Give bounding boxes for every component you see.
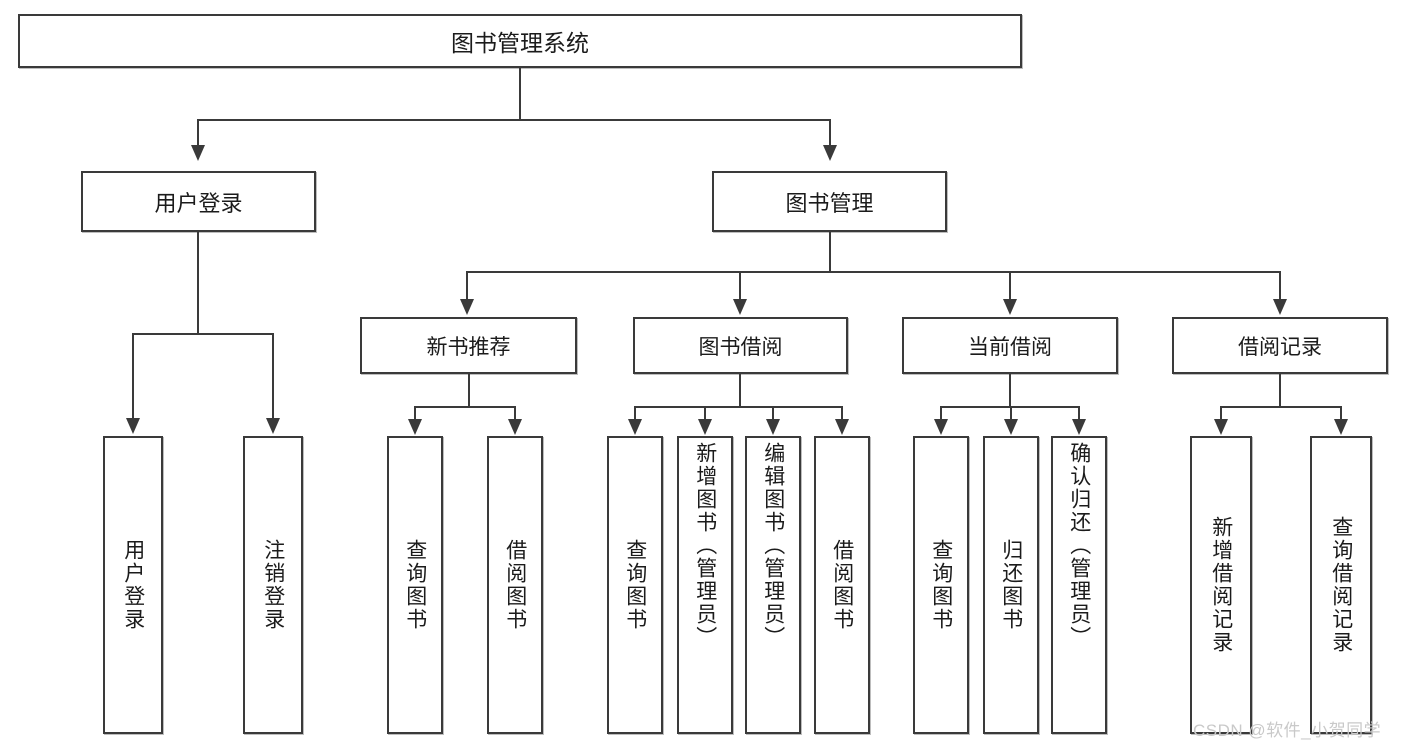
node-book-management[interactable]: 图书管理 bbox=[712, 171, 947, 232]
node-label: 用户登录 bbox=[121, 539, 145, 631]
edge-level2-bus bbox=[466, 271, 1280, 273]
edge-user-login-bus bbox=[132, 333, 273, 335]
leaf-logout[interactable]: 注销登录 bbox=[243, 436, 303, 734]
edge-current-borrow-bus bbox=[940, 406, 1079, 408]
edge-drop-br-add bbox=[1220, 406, 1222, 422]
arrow-bb-query bbox=[628, 419, 642, 435]
node-current-borrow[interactable]: 当前借阅 bbox=[902, 317, 1118, 374]
arrow-book-mgmt bbox=[823, 145, 837, 161]
arrow-bb-borrow bbox=[835, 419, 849, 435]
edge-drop-bb-edit bbox=[772, 406, 774, 422]
leaf-cb-query-book[interactable]: 查询图书 bbox=[913, 436, 969, 734]
edge-book-borrow-bus bbox=[634, 406, 842, 408]
edge-level1-bus bbox=[197, 119, 831, 121]
edge-borrow-records-stem bbox=[1279, 374, 1281, 407]
edge-drop-nb-borrow bbox=[514, 406, 516, 422]
arrow-new-books bbox=[460, 299, 474, 315]
leaf-cb-confirm-return-admin[interactable]: 确认归还（管理员） bbox=[1051, 436, 1107, 734]
edge-borrow-records-bus bbox=[1220, 406, 1342, 408]
leaf-bb-edit-book-admin[interactable]: 编辑图书（管理员） bbox=[745, 436, 801, 734]
edge-drop-cb-confirm bbox=[1078, 406, 1080, 422]
edge-drop-leaf-logout bbox=[272, 333, 274, 420]
node-label: 查询图书 bbox=[403, 539, 427, 631]
node-label: 新增图书（管理员） bbox=[693, 442, 717, 649]
arrow-nb-query bbox=[408, 419, 422, 435]
node-user-login[interactable]: 用户登录 bbox=[81, 171, 316, 232]
arrow-bb-add bbox=[698, 419, 712, 435]
edge-book-borrow-stem bbox=[739, 374, 741, 407]
arrow-borrow-records bbox=[1273, 299, 1287, 315]
edge-user-login-stem bbox=[197, 232, 199, 334]
arrow-current-borrow bbox=[1003, 299, 1017, 315]
arrow-user-login bbox=[191, 145, 205, 161]
arrow-br-query bbox=[1334, 419, 1348, 435]
node-label: 新书推荐 bbox=[426, 335, 511, 359]
node-label: 图书管理系统 bbox=[451, 30, 589, 56]
leaf-br-add-record[interactable]: 新增借阅记录 bbox=[1190, 436, 1252, 734]
edge-drop-borrow-records bbox=[1279, 271, 1281, 301]
arrow-book-borrow bbox=[733, 299, 747, 315]
edge-root-stem bbox=[519, 68, 521, 120]
edge-drop-current-borrow bbox=[1009, 271, 1011, 301]
leaf-nb-query-book[interactable]: 查询图书 bbox=[387, 436, 443, 734]
node-label: 借阅图书 bbox=[503, 539, 527, 631]
leaf-bb-borrow-book[interactable]: 借阅图书 bbox=[814, 436, 870, 734]
node-label: 查询图书 bbox=[929, 539, 953, 631]
leaf-cb-return-book[interactable]: 归还图书 bbox=[983, 436, 1039, 734]
leaf-bb-add-book-admin[interactable]: 新增图书（管理员） bbox=[677, 436, 733, 734]
node-label: 查询借阅记录 bbox=[1329, 516, 1353, 654]
leaf-nb-borrow-book[interactable]: 借阅图书 bbox=[487, 436, 543, 734]
edge-drop-book-mgmt bbox=[829, 119, 831, 147]
edge-drop-nb-query bbox=[414, 406, 416, 422]
watermark-text: CSDN @软件_小贺同学 bbox=[1193, 721, 1382, 740]
node-book-borrow[interactable]: 图书借阅 bbox=[633, 317, 848, 374]
edge-new-books-bus bbox=[414, 406, 515, 408]
node-label: 图书管理 bbox=[785, 190, 874, 216]
edge-drop-new-books bbox=[466, 271, 468, 301]
arrow-leaf-logout bbox=[266, 418, 280, 434]
node-label: 用户登录 bbox=[154, 190, 243, 216]
csdn-watermark: CSDN @软件_小贺同学 bbox=[1193, 716, 1381, 741]
arrow-cb-query bbox=[934, 419, 948, 435]
edge-drop-cb-return bbox=[1010, 406, 1012, 422]
node-label: 图书借阅 bbox=[698, 335, 783, 359]
node-new-book-recommend[interactable]: 新书推荐 bbox=[360, 317, 577, 374]
node-label: 确认归还（管理员） bbox=[1067, 442, 1091, 649]
node-root-system[interactable]: 图书管理系统 bbox=[18, 14, 1022, 68]
edge-drop-user-login bbox=[197, 119, 199, 147]
edge-drop-bb-add bbox=[704, 406, 706, 422]
edge-drop-leaf-user-login bbox=[132, 333, 134, 420]
edge-current-borrow-stem bbox=[1009, 374, 1011, 407]
edge-drop-br-query bbox=[1340, 406, 1342, 422]
node-borrow-records[interactable]: 借阅记录 bbox=[1172, 317, 1388, 374]
leaf-user-login[interactable]: 用户登录 bbox=[103, 436, 163, 734]
node-label: 新增借阅记录 bbox=[1209, 516, 1233, 654]
node-label: 查询图书 bbox=[623, 539, 647, 631]
node-label: 当前借阅 bbox=[968, 335, 1052, 359]
node-label: 注销登录 bbox=[261, 539, 285, 631]
arrow-nb-borrow bbox=[508, 419, 522, 435]
arrow-leaf-user-login bbox=[126, 418, 140, 434]
arrow-br-add bbox=[1214, 419, 1228, 435]
arrow-bb-edit bbox=[766, 419, 780, 435]
edge-drop-cb-query bbox=[940, 406, 942, 422]
edge-drop-book-borrow bbox=[739, 271, 741, 301]
node-label: 借阅记录 bbox=[1238, 335, 1322, 359]
edge-drop-bb-borrow bbox=[841, 406, 843, 422]
node-label: 归还图书 bbox=[999, 539, 1023, 631]
leaf-bb-query-book[interactable]: 查询图书 bbox=[607, 436, 663, 734]
node-label: 借阅图书 bbox=[830, 539, 854, 631]
edge-drop-bb-query bbox=[634, 406, 636, 422]
edge-book-mgmt-stem bbox=[829, 232, 831, 272]
edge-new-books-stem bbox=[468, 374, 470, 407]
leaf-br-query-record[interactable]: 查询借阅记录 bbox=[1310, 436, 1372, 734]
node-label: 编辑图书（管理员） bbox=[761, 442, 785, 649]
arrow-cb-confirm bbox=[1072, 419, 1086, 435]
arrow-cb-return bbox=[1004, 419, 1018, 435]
